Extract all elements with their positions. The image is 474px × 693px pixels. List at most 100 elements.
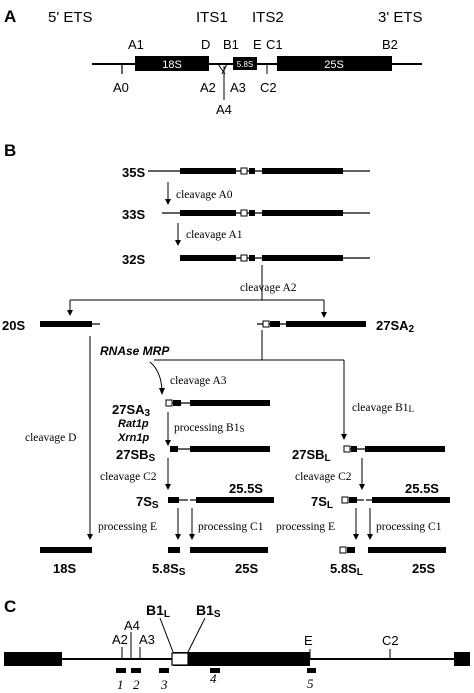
precursor-32s-25s bbox=[262, 255, 343, 261]
mature-25s-left-bar bbox=[190, 547, 268, 553]
precursor-27sa2-58s bbox=[262, 320, 270, 328]
precursor-27sbs-25s bbox=[190, 446, 270, 452]
arrow-d-head bbox=[87, 534, 93, 540]
gene-58s-box bbox=[171, 652, 189, 666]
gene-middle-block bbox=[173, 652, 310, 666]
precursor-32s-58s-dark bbox=[249, 255, 255, 261]
precursor-20s-18s bbox=[40, 321, 92, 327]
processing-e-left-label: processing E bbox=[98, 521, 157, 533]
arrow-b1l-head bbox=[341, 434, 347, 440]
precursor-33s-25s bbox=[262, 210, 343, 216]
site-c-c2-label: C2 bbox=[382, 633, 399, 648]
processing-e-right-label: processing E bbox=[276, 521, 335, 533]
region-its2-label: ITS2 bbox=[252, 9, 284, 26]
precursor-255s-right-25s bbox=[372, 497, 450, 503]
precursor-33s-label: 33S bbox=[122, 207, 145, 222]
arrow-c2-left-head bbox=[165, 484, 171, 490]
site-c-b1l-label: B1L bbox=[146, 602, 170, 620]
probe-1-bar bbox=[116, 668, 126, 673]
precursor-35s-58s-dark bbox=[249, 168, 255, 174]
mature-58sl-box bbox=[339, 546, 347, 554]
gene-left-block bbox=[4, 652, 62, 666]
site-c-b1l-tick bbox=[159, 617, 174, 653]
site-c-b1s-label: B1S bbox=[196, 602, 221, 620]
arrow-e-left-head bbox=[175, 534, 181, 540]
arrow-c1-left-head bbox=[189, 534, 195, 540]
seg-25s-label: 25S bbox=[324, 59, 344, 71]
mature-25s-right-bar bbox=[368, 547, 446, 553]
precursor-27sa2-25s bbox=[286, 321, 366, 327]
panel-b-label: B bbox=[4, 141, 16, 160]
cleavage-a3-label: cleavage A3 bbox=[170, 375, 227, 387]
probe-5-label: 5 bbox=[307, 676, 314, 691]
mature-18s-label: 18S bbox=[53, 561, 76, 576]
precursor-35s-58s bbox=[240, 167, 248, 175]
precursor-27sbl-25s bbox=[365, 446, 445, 452]
precursor-27sbl-58s bbox=[343, 445, 351, 453]
panel-c: C A2 A4 A3 B1L B1S E C2 1 2 3 4 5 bbox=[4, 597, 470, 692]
probe-4-label: 4 bbox=[210, 671, 217, 686]
site-b2-label: B2 bbox=[382, 37, 398, 52]
site-e-label: E bbox=[253, 37, 262, 52]
arrow-a0-head bbox=[165, 199, 171, 205]
precursor-33s-58s-dark bbox=[249, 210, 255, 216]
processing-c1-left-label: processing C1 bbox=[198, 521, 264, 533]
precursor-27sa2-label: 27SA2 bbox=[376, 318, 415, 335]
precursor-35s-18s bbox=[180, 168, 236, 174]
probe-4-bar bbox=[210, 668, 220, 673]
precursor-7sl-label: 7SL bbox=[311, 494, 333, 511]
rat1p-label: Rat1p bbox=[118, 418, 149, 430]
precursor-27sa3-25s bbox=[190, 400, 270, 406]
arrow-c2-right-head bbox=[359, 484, 365, 490]
rnase-mrp-arrow-head bbox=[159, 388, 165, 395]
gene-right-block bbox=[454, 652, 470, 666]
panel-a-label: A bbox=[4, 7, 16, 26]
rnase-mrp-arrow bbox=[149, 361, 163, 393]
cleavage-a2-label: cleavage A2 bbox=[240, 282, 297, 294]
mature-58ss-bar bbox=[168, 547, 180, 553]
site-c2-label: C2 bbox=[260, 80, 277, 95]
precursor-33s-58s bbox=[240, 209, 248, 217]
site-a2-label: A2 bbox=[200, 80, 216, 95]
cleavage-d-label: cleavage D bbox=[25, 432, 76, 444]
arrow-e-right-head bbox=[353, 534, 359, 540]
region-5ets-label: 5' ETS bbox=[48, 9, 93, 26]
mature-58sl-label: 5.8SL bbox=[330, 561, 363, 578]
precursor-255s-left-25s bbox=[196, 497, 274, 503]
mature-18s-bar bbox=[40, 547, 92, 553]
precursor-35s-label: 35S bbox=[122, 165, 145, 180]
precursor-27sbl-58s-dark bbox=[351, 446, 357, 452]
panel-a: A 5' ETS ITS1 ITS2 3' ETS A1 D B1 E C1 B… bbox=[4, 7, 423, 117]
seg-18s-label: 18S bbox=[162, 59, 182, 71]
processing-b1s-label: processing B1S bbox=[174, 422, 245, 434]
site-c-a3-label: A3 bbox=[139, 632, 155, 647]
precursor-7ss-label: 7SS bbox=[136, 494, 159, 511]
seg-58s-label: 5.8S bbox=[237, 60, 253, 69]
mature-25s-left-label: 25S bbox=[235, 561, 258, 576]
precursor-32s-58s bbox=[240, 254, 248, 262]
precursor-33s-18s bbox=[180, 210, 236, 216]
precursor-20s-label: 20S bbox=[2, 318, 25, 333]
region-its1-label: ITS1 bbox=[196, 9, 228, 26]
seg-25s-box bbox=[277, 56, 392, 71]
split-a2-left-head bbox=[67, 310, 73, 316]
site-c-e-label: E bbox=[304, 633, 313, 648]
precursor-27sa3-label: 27SA3 bbox=[112, 402, 151, 419]
precursor-7ss-58s bbox=[168, 497, 179, 503]
site-b1-label: B1 bbox=[223, 37, 239, 52]
cleavage-a1-label: cleavage A1 bbox=[186, 229, 243, 241]
precursor-27sbs-label: 27SBS bbox=[116, 447, 156, 464]
cleavage-c2-right-label: cleavage C2 bbox=[295, 471, 352, 483]
probe-5-bar bbox=[307, 668, 316, 673]
precursor-255s-right-label: 25.5S bbox=[405, 481, 439, 496]
site-c1-label: C1 bbox=[266, 37, 283, 52]
precursor-32s-18s bbox=[180, 255, 236, 261]
precursor-255s-left-label: 25.5S bbox=[229, 481, 263, 496]
precursor-27sa2-58s-dark bbox=[270, 321, 280, 327]
site-d-label: D bbox=[201, 37, 210, 52]
region-3ets-label: 3' ETS bbox=[378, 9, 423, 26]
seg-18s-box bbox=[135, 56, 209, 71]
precursor-7sl-58s-dark bbox=[349, 497, 357, 503]
cleavage-c2-left-label: cleavage C2 bbox=[100, 471, 157, 483]
